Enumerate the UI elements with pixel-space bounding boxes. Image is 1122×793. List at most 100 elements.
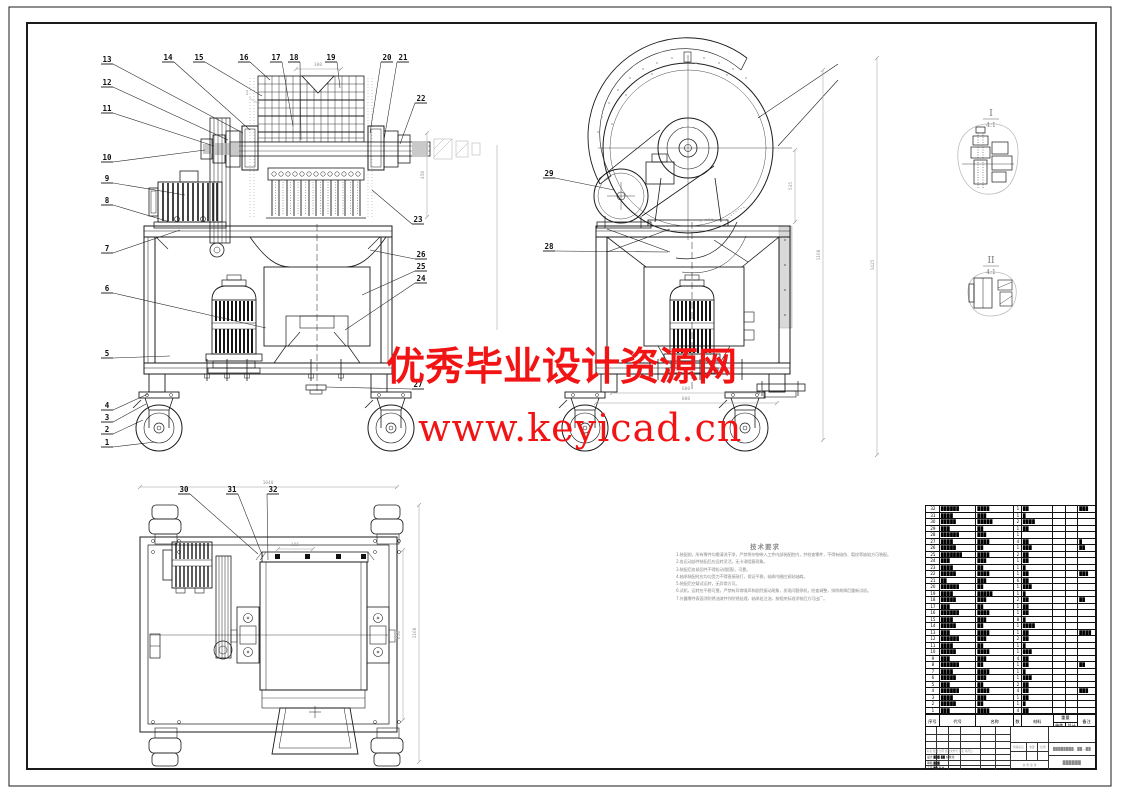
callout-12: 12 xyxy=(101,78,229,141)
title-block-top-right xyxy=(1049,727,1095,743)
bom-cell: ▉▉ xyxy=(1022,506,1054,512)
bom-cell: ▉▉ xyxy=(1022,707,1054,713)
bom-cell xyxy=(1053,512,1067,518)
bom-row: 10▉▉▉▉▉▉▉▉▉1▉▉▉ xyxy=(926,649,1095,656)
bom-cell: ▉▉▉▉ xyxy=(976,629,1014,635)
bom-cell xyxy=(1066,649,1079,655)
detail-label-I: I4:1 xyxy=(983,109,999,129)
bom-cell: ▉▉ xyxy=(1022,636,1054,642)
bom-cell: 6 xyxy=(1014,577,1022,583)
bom-cell: ▉▉ xyxy=(1079,597,1086,602)
callout-29: 29 xyxy=(543,169,615,191)
bom-cell xyxy=(1066,558,1079,564)
bom-cell: ▉▉ xyxy=(976,642,1014,648)
bom-cell: ▉ xyxy=(1022,590,1054,596)
bom-cell: ▉▉▉ xyxy=(1022,545,1054,551)
bom-cell xyxy=(1066,636,1079,642)
bom-cell: ▉▉▉ xyxy=(976,597,1014,603)
bom-cell xyxy=(1066,681,1079,687)
bom-cell xyxy=(1053,642,1067,648)
callout-18: 18 xyxy=(288,53,302,141)
bom-cell: ▉▉▉▉ xyxy=(940,590,977,596)
callout-3: 3 xyxy=(101,403,147,423)
bom-cell: ▉▉ xyxy=(1022,681,1054,687)
svg-text:32: 32 xyxy=(268,485,277,494)
bom-cell xyxy=(1053,506,1067,512)
callout-10: 10 xyxy=(101,149,206,163)
bom-cell: ▉▉▉▉▉ xyxy=(940,675,977,681)
bom-cell: 5 xyxy=(926,681,940,687)
bom-cell: 17 xyxy=(926,603,940,609)
bom-cell: 4 xyxy=(926,688,940,694)
bom-cell: ▉▉▉▉ xyxy=(940,668,977,674)
svg-text:26: 26 xyxy=(416,250,426,259)
bom-cell xyxy=(1053,662,1067,668)
front-caster-left xyxy=(132,391,183,452)
bom-cell: ▉▉ xyxy=(1079,662,1086,667)
bom-cell xyxy=(1053,551,1067,557)
bom-cell: ▉▉ xyxy=(976,662,1014,668)
bom-cell: ▉▉▉▉▉ xyxy=(940,571,977,577)
bom-cell: 1 xyxy=(1014,506,1022,512)
bom-table: 32▉▉▉▉▉▉▉▉▉▉1▉▉▉▉▉31▉▉▉▉▉▉▉1▉30▉▉▉▉▉▉▉▉▉… xyxy=(925,505,1096,727)
bom-row: 12▉▉▉▉▉▉▉▉▉2▉▉ xyxy=(926,636,1095,643)
dimension-1160: 1160 xyxy=(412,502,422,765)
bom-cell xyxy=(1078,682,1095,688)
bom-cell: 1 xyxy=(1014,662,1022,668)
bom-cell: 2 xyxy=(1014,519,1022,525)
bom-header-total: 总计 xyxy=(1067,722,1076,728)
tech-note-line: 1.装配前，所有零件均需清洗干净，严禁将杂物带入工件内部装配腔内，并检查零件，不… xyxy=(676,552,891,557)
callout-7: 7 xyxy=(101,229,181,254)
bom-cell xyxy=(1078,675,1095,681)
callout-26: 26 xyxy=(369,249,427,260)
bom-cell: 1 xyxy=(1014,564,1022,570)
bom-cell xyxy=(1078,708,1095,714)
svg-text:6: 6 xyxy=(105,284,110,293)
bom-cell: ▉▉ xyxy=(1022,629,1054,635)
bom-cell: 20 xyxy=(926,584,940,590)
callout-27: 27 xyxy=(325,380,424,390)
bom-cell: ▉▉▉▉ xyxy=(940,642,977,648)
title-block-sig3: 工艺 ▉▉ 批准 xyxy=(927,765,945,770)
bom-row: 9▉▉▉▉▉▉4▉▉ xyxy=(926,655,1095,662)
bom-cell xyxy=(1078,649,1095,655)
bom-cell: ▉▉ xyxy=(1022,525,1054,531)
bom-row: 31▉▉▉▉▉▉▉1▉ xyxy=(926,512,1095,519)
title-block-weight: 重量 xyxy=(1027,743,1038,752)
bom-cell xyxy=(1053,636,1067,642)
callout-30: 30 xyxy=(178,485,259,555)
bom-cell xyxy=(1066,545,1079,551)
bom-cell: 2 xyxy=(926,701,940,707)
bom-row: 24▉▉▉▉▉▉1▉▉ xyxy=(926,558,1095,565)
svg-text:21: 21 xyxy=(398,53,408,62)
bom-cell xyxy=(1066,584,1079,590)
bom-cell: 11 xyxy=(926,642,940,648)
bom-cell: ▉▉▉▉ xyxy=(1079,629,1092,635)
svg-text:II: II xyxy=(987,256,995,266)
bom-cell xyxy=(1066,675,1079,681)
bom-cell: ▉▉ xyxy=(1022,694,1054,700)
bom-header-code: 代号 xyxy=(940,715,977,727)
svg-text:22: 22 xyxy=(416,94,425,103)
bom-cell xyxy=(1066,538,1079,544)
front-inner-motor xyxy=(205,274,263,374)
bom-row: 27▉▉▉▉▉▉▉▉4▉▉▉ xyxy=(926,538,1095,545)
svg-text:18: 18 xyxy=(289,53,299,62)
detail-view-ii xyxy=(967,271,1017,317)
dimension-800: 800 xyxy=(593,396,780,406)
bom-cell: ▉▉▉ xyxy=(976,675,1014,681)
bom-row: 16▉▉▉▉▉▉▉▉▉▉1▉▉ xyxy=(926,610,1095,617)
side-caster-right xyxy=(718,391,769,452)
dimension-600: 600 xyxy=(609,386,763,396)
bom-cell: ▉ xyxy=(1022,564,1054,570)
bom-cell xyxy=(1078,701,1095,707)
callout-1: 1 xyxy=(101,438,156,448)
callout-28: 28 xyxy=(543,242,669,253)
bom-cell: 1 xyxy=(1014,623,1022,629)
bom-cell: ▉▉▉ xyxy=(976,694,1014,700)
title-block-sig2: 审核 ▉▉▉ xyxy=(927,760,940,765)
bom-cell: 8 xyxy=(1014,616,1022,622)
svg-text:450: 450 xyxy=(420,171,426,179)
